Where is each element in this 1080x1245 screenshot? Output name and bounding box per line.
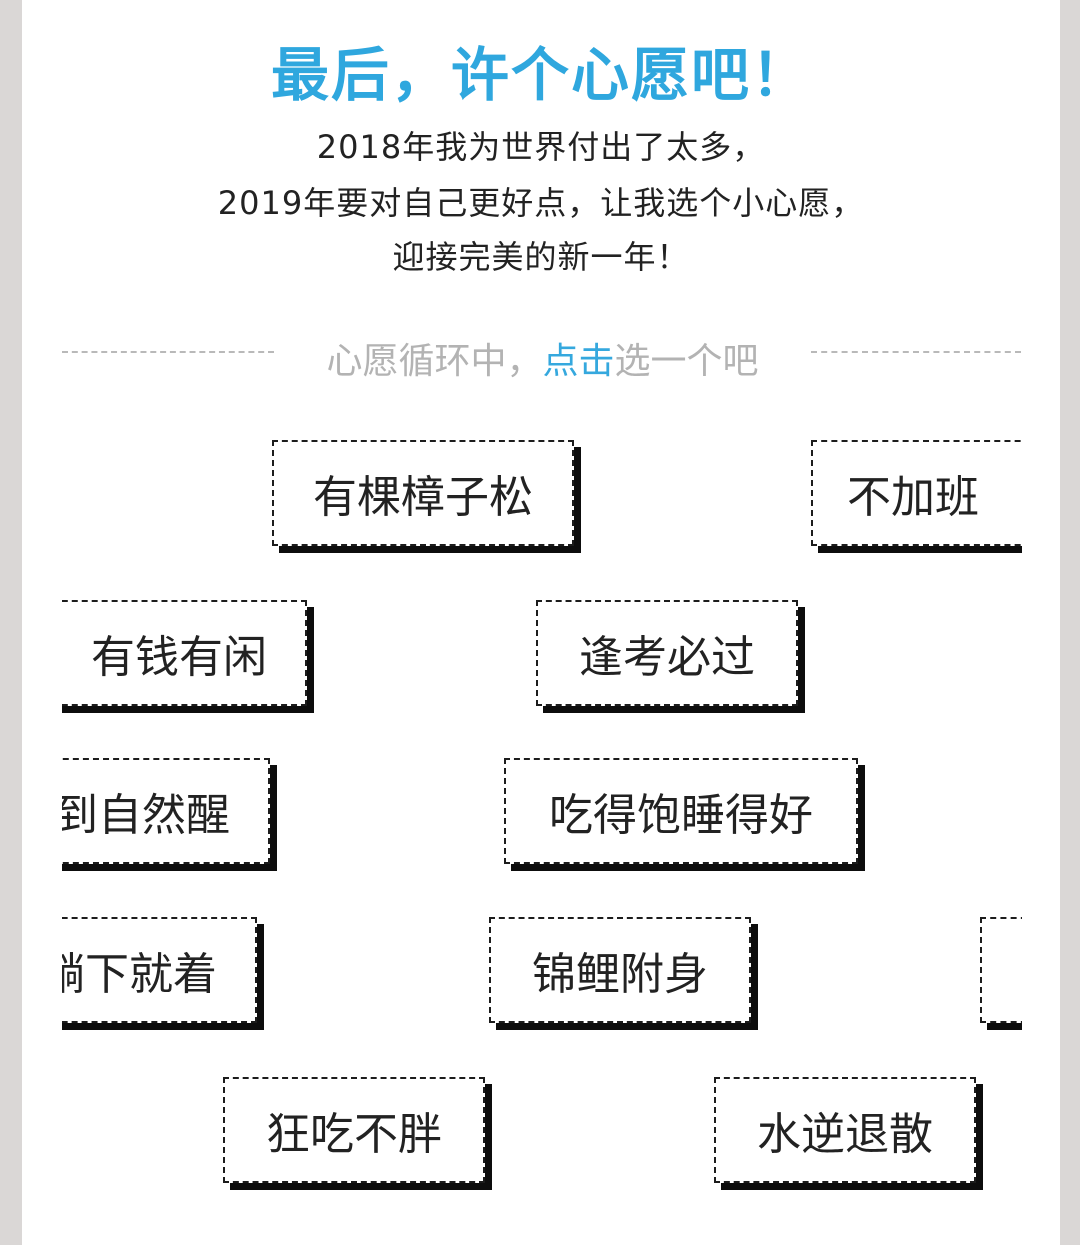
- instruction-hint: 心愿循环中，点击选一个吧: [274, 332, 811, 384]
- hint-action: 点击: [542, 341, 615, 382]
- wish-button[interactable]: 睡到自然醒: [62, 758, 270, 864]
- intro-line-2: 2019年要对自己更好点，让我选个小心愿，: [217, 184, 865, 222]
- hint-prefix: 心愿循环中，: [326, 341, 543, 382]
- wish-button[interactable]: 水逆退散: [714, 1077, 976, 1183]
- wish-button[interactable]: 躺下就着: [62, 917, 257, 1023]
- wish-button[interactable]: 不加班: [811, 440, 1022, 546]
- divider-right: [811, 351, 1021, 353]
- wish-card: 最后，许个心愿吧！ 2018年我为世界付出了太多， 2019年要对自己更好点，让…: [22, 0, 1060, 1245]
- wish-button[interactable]: 有钱有闲: [62, 600, 307, 706]
- wish-button[interactable]: [980, 917, 1022, 1023]
- wish-button[interactable]: 吃得饱睡得好: [504, 758, 858, 864]
- intro-line-1: 2018年我为世界付出了太多，: [316, 128, 766, 166]
- wish-button[interactable]: 逢考必过: [536, 600, 798, 706]
- hint-suffix: 选一个吧: [614, 341, 759, 382]
- wish-button[interactable]: 有棵樟子松: [272, 440, 574, 546]
- wish-carousel: 有棵樟子松 不加班 有钱有闲 逢考必过 睡到自然醒 吃得饱睡得好 躺下就着 锦鲤…: [62, 0, 1022, 1245]
- wish-button[interactable]: 锦鲤附身: [489, 917, 751, 1023]
- wish-button[interactable]: 狂吃不胖: [223, 1077, 485, 1183]
- page-title: 最后，许个心愿吧！: [270, 41, 811, 109]
- intro-line-3: 迎接完美的新一年！: [392, 238, 690, 276]
- divider-left: [62, 351, 274, 353]
